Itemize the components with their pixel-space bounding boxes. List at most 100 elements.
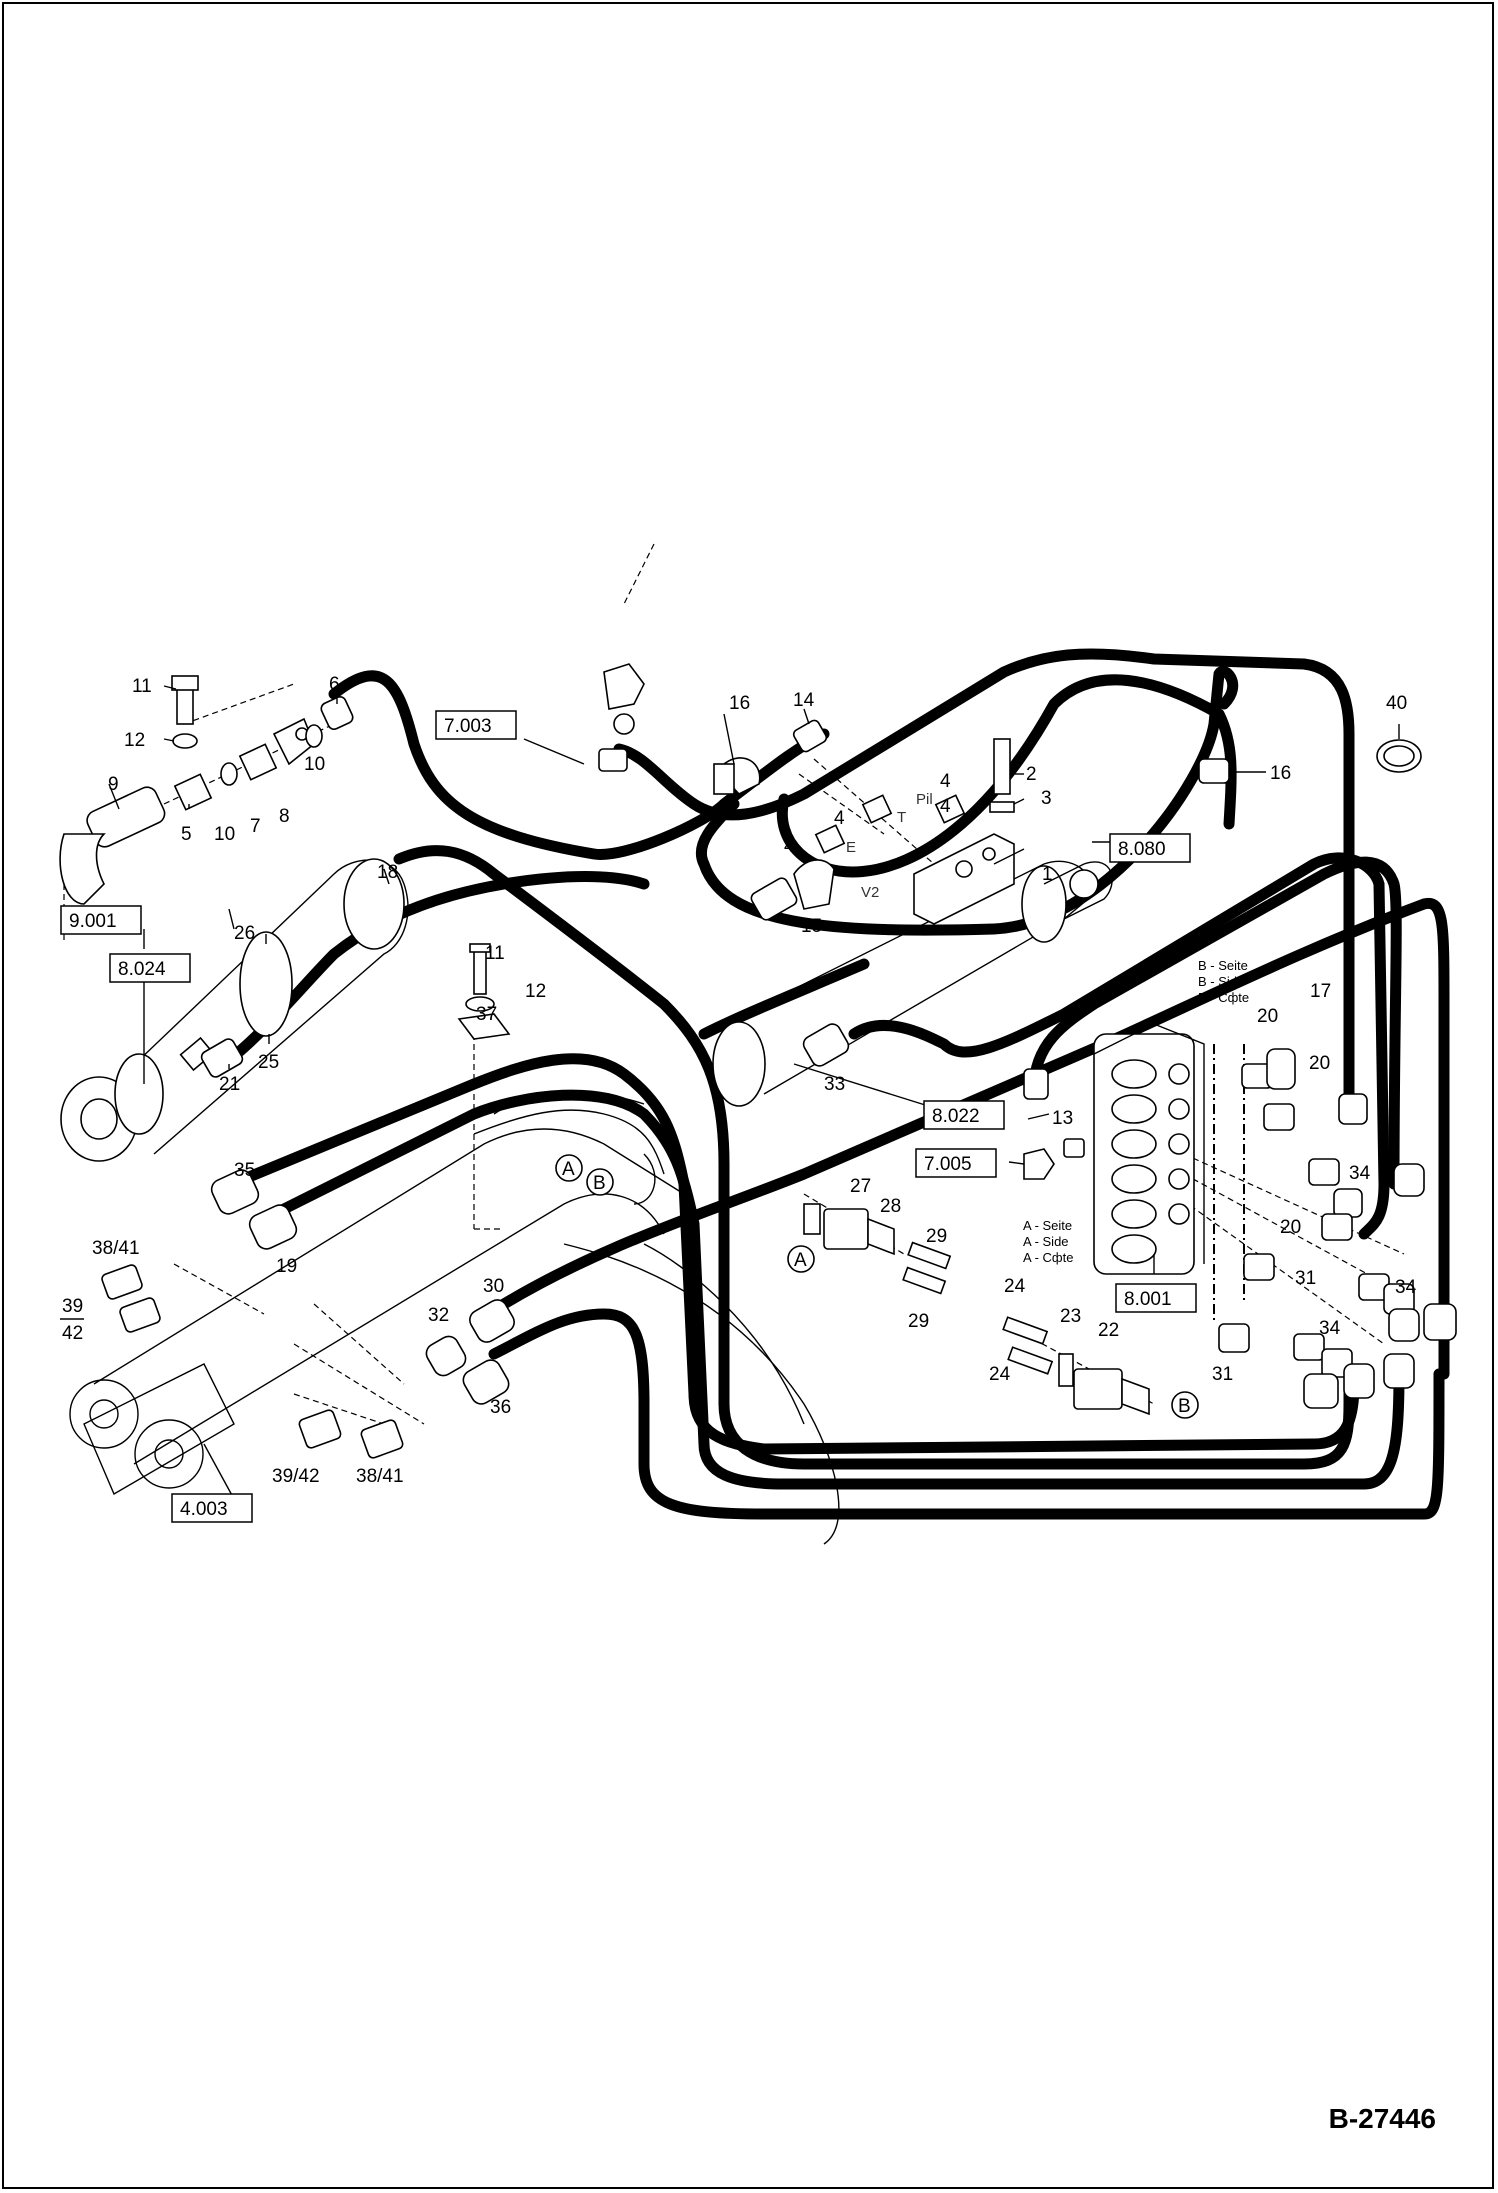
ref-box-8080[interactable]: 8.080 xyxy=(1109,833,1191,863)
callout: 10 xyxy=(304,754,325,775)
callout: 14 xyxy=(793,690,815,711)
callout: 12 xyxy=(525,981,546,1002)
callout: 39/42 xyxy=(272,1466,320,1487)
hose-19 xyxy=(268,1089,1405,1490)
callout: 4 xyxy=(940,771,951,792)
callout: 19 xyxy=(276,1256,297,1277)
hose-36 xyxy=(488,1308,1445,1520)
marker-b-upper: B xyxy=(586,1168,614,1196)
callout: 36 xyxy=(490,1397,511,1418)
callout: 26 xyxy=(234,923,255,944)
hose-upper-3 xyxy=(695,665,1239,936)
hose-18 xyxy=(393,845,1355,1470)
callout: 18 xyxy=(377,862,398,883)
callout: 30 xyxy=(483,1276,504,1297)
callout: 7 xyxy=(250,816,261,837)
leaders xyxy=(108,685,1400,1500)
callout: 37 xyxy=(476,1004,497,1025)
port-labels: Pil T E V2 xyxy=(846,791,933,901)
svg-text:7.005: 7.005 xyxy=(924,1154,972,1175)
side-note-b: B - Seite B - Side B - Cфte xyxy=(1198,958,1249,1005)
callout: 5 xyxy=(181,824,192,845)
callout: 38/41 xyxy=(92,1238,140,1259)
callout: 17 xyxy=(1310,981,1331,1002)
port-label-v2: V2 xyxy=(861,884,879,901)
callout: 34 xyxy=(1349,1163,1371,1184)
svg-text:9.001: 9.001 xyxy=(69,911,117,932)
svg-text:B: B xyxy=(1178,1396,1191,1417)
control-valve-8001 xyxy=(1093,1023,1205,1275)
hose-33 xyxy=(848,852,1390,1240)
ref-box-7003[interactable]: 7.003 xyxy=(435,710,517,740)
callout: 20 xyxy=(1257,1006,1278,1027)
callout: 24 xyxy=(1004,1276,1026,1297)
svg-text:A: A xyxy=(562,1159,575,1180)
fittings xyxy=(59,663,1457,1459)
callout: 29 xyxy=(926,1226,947,1247)
callout: 25 xyxy=(258,1052,279,1073)
callout: 6 xyxy=(329,674,340,695)
callout: 4 xyxy=(784,836,795,857)
ref-box-7005[interactable]: 7.005 xyxy=(915,1148,997,1178)
callout: 28 xyxy=(880,1196,901,1217)
svg-text:B - Cфte: B - Cфte xyxy=(1198,990,1249,1005)
callout: 1 xyxy=(1042,864,1053,885)
callout: 24 xyxy=(989,1364,1011,1385)
svg-text:A: A xyxy=(794,1250,807,1271)
callout: 13 xyxy=(1052,1108,1073,1129)
hose-upper-2 xyxy=(613,648,1355,1110)
cylinder-8024 xyxy=(60,858,409,1162)
svg-text:A - Seite: A - Seite xyxy=(1023,1218,1072,1233)
callout: 29 xyxy=(908,1311,929,1332)
valve-8080-block xyxy=(913,738,1015,925)
callout: 9 xyxy=(108,774,119,795)
callout: 16 xyxy=(1270,763,1291,784)
ref-box-8022[interactable]: 8.022 xyxy=(923,1100,1005,1130)
drawing-number: B-27446 xyxy=(1328,2103,1436,2134)
hydraulic-diagram: 7.003 9.001 8.024 8.080 8.022 7.005 8.00… xyxy=(59,543,1457,1545)
callout: 33 xyxy=(824,1074,845,1095)
callout: 20 xyxy=(1280,1217,1301,1238)
svg-text:B - Side: B - Side xyxy=(1198,974,1244,989)
hose-bridge xyxy=(698,958,870,1040)
callout: 2 xyxy=(1026,764,1037,785)
ref-box-4003[interactable]: 4.003 xyxy=(171,1493,253,1523)
callout: 4 xyxy=(940,796,951,817)
callout: 4 xyxy=(834,808,845,829)
svg-text:8.001: 8.001 xyxy=(1124,1289,1172,1310)
marker-a-upper: A xyxy=(555,1154,583,1182)
hose-to-cyl-13 xyxy=(1028,856,1402,1190)
svg-text:B: B xyxy=(593,1173,606,1194)
svg-text:7.003: 7.003 xyxy=(444,716,492,737)
markers: A B A B xyxy=(555,1154,1199,1419)
callout: 38/41 xyxy=(356,1466,404,1487)
svg-text:8.022: 8.022 xyxy=(932,1106,980,1127)
ref-box-9001[interactable]: 9.001 xyxy=(60,905,142,935)
callout: 8 xyxy=(279,806,290,827)
marker-b-lower: B xyxy=(1171,1391,1199,1419)
callout: 32 xyxy=(428,1305,449,1326)
callout: 42 xyxy=(62,1323,83,1344)
callout: 34 xyxy=(1319,1318,1341,1339)
callout: 31 xyxy=(1295,1268,1316,1289)
svg-text:A - Cфte: A - Cфte xyxy=(1023,1250,1073,1265)
callout: 11 xyxy=(485,943,505,964)
callout: 11 xyxy=(132,676,152,697)
callout: 31 xyxy=(1212,1364,1233,1385)
ref-box-8024[interactable]: 8.024 xyxy=(109,953,191,983)
ref-box-8001[interactable]: 8.001 xyxy=(1115,1283,1197,1313)
callout: 23 xyxy=(1060,1306,1081,1327)
callout: 3 xyxy=(1041,788,1052,809)
cylinder-8022 xyxy=(712,860,1113,1107)
svg-text:8.024: 8.024 xyxy=(118,959,166,980)
port-label-t: T xyxy=(897,809,906,826)
callout: 40 xyxy=(1386,693,1407,714)
side-note-a: A - Seite A - Side A - Cфte xyxy=(1023,1218,1073,1265)
svg-text:A - Side: A - Side xyxy=(1023,1234,1069,1249)
callout: 21 xyxy=(219,1074,240,1095)
callout: 22 xyxy=(1098,1320,1119,1341)
svg-text:8.080: 8.080 xyxy=(1118,839,1166,860)
callout: 15 xyxy=(801,916,822,937)
callout: 27 xyxy=(850,1176,871,1197)
